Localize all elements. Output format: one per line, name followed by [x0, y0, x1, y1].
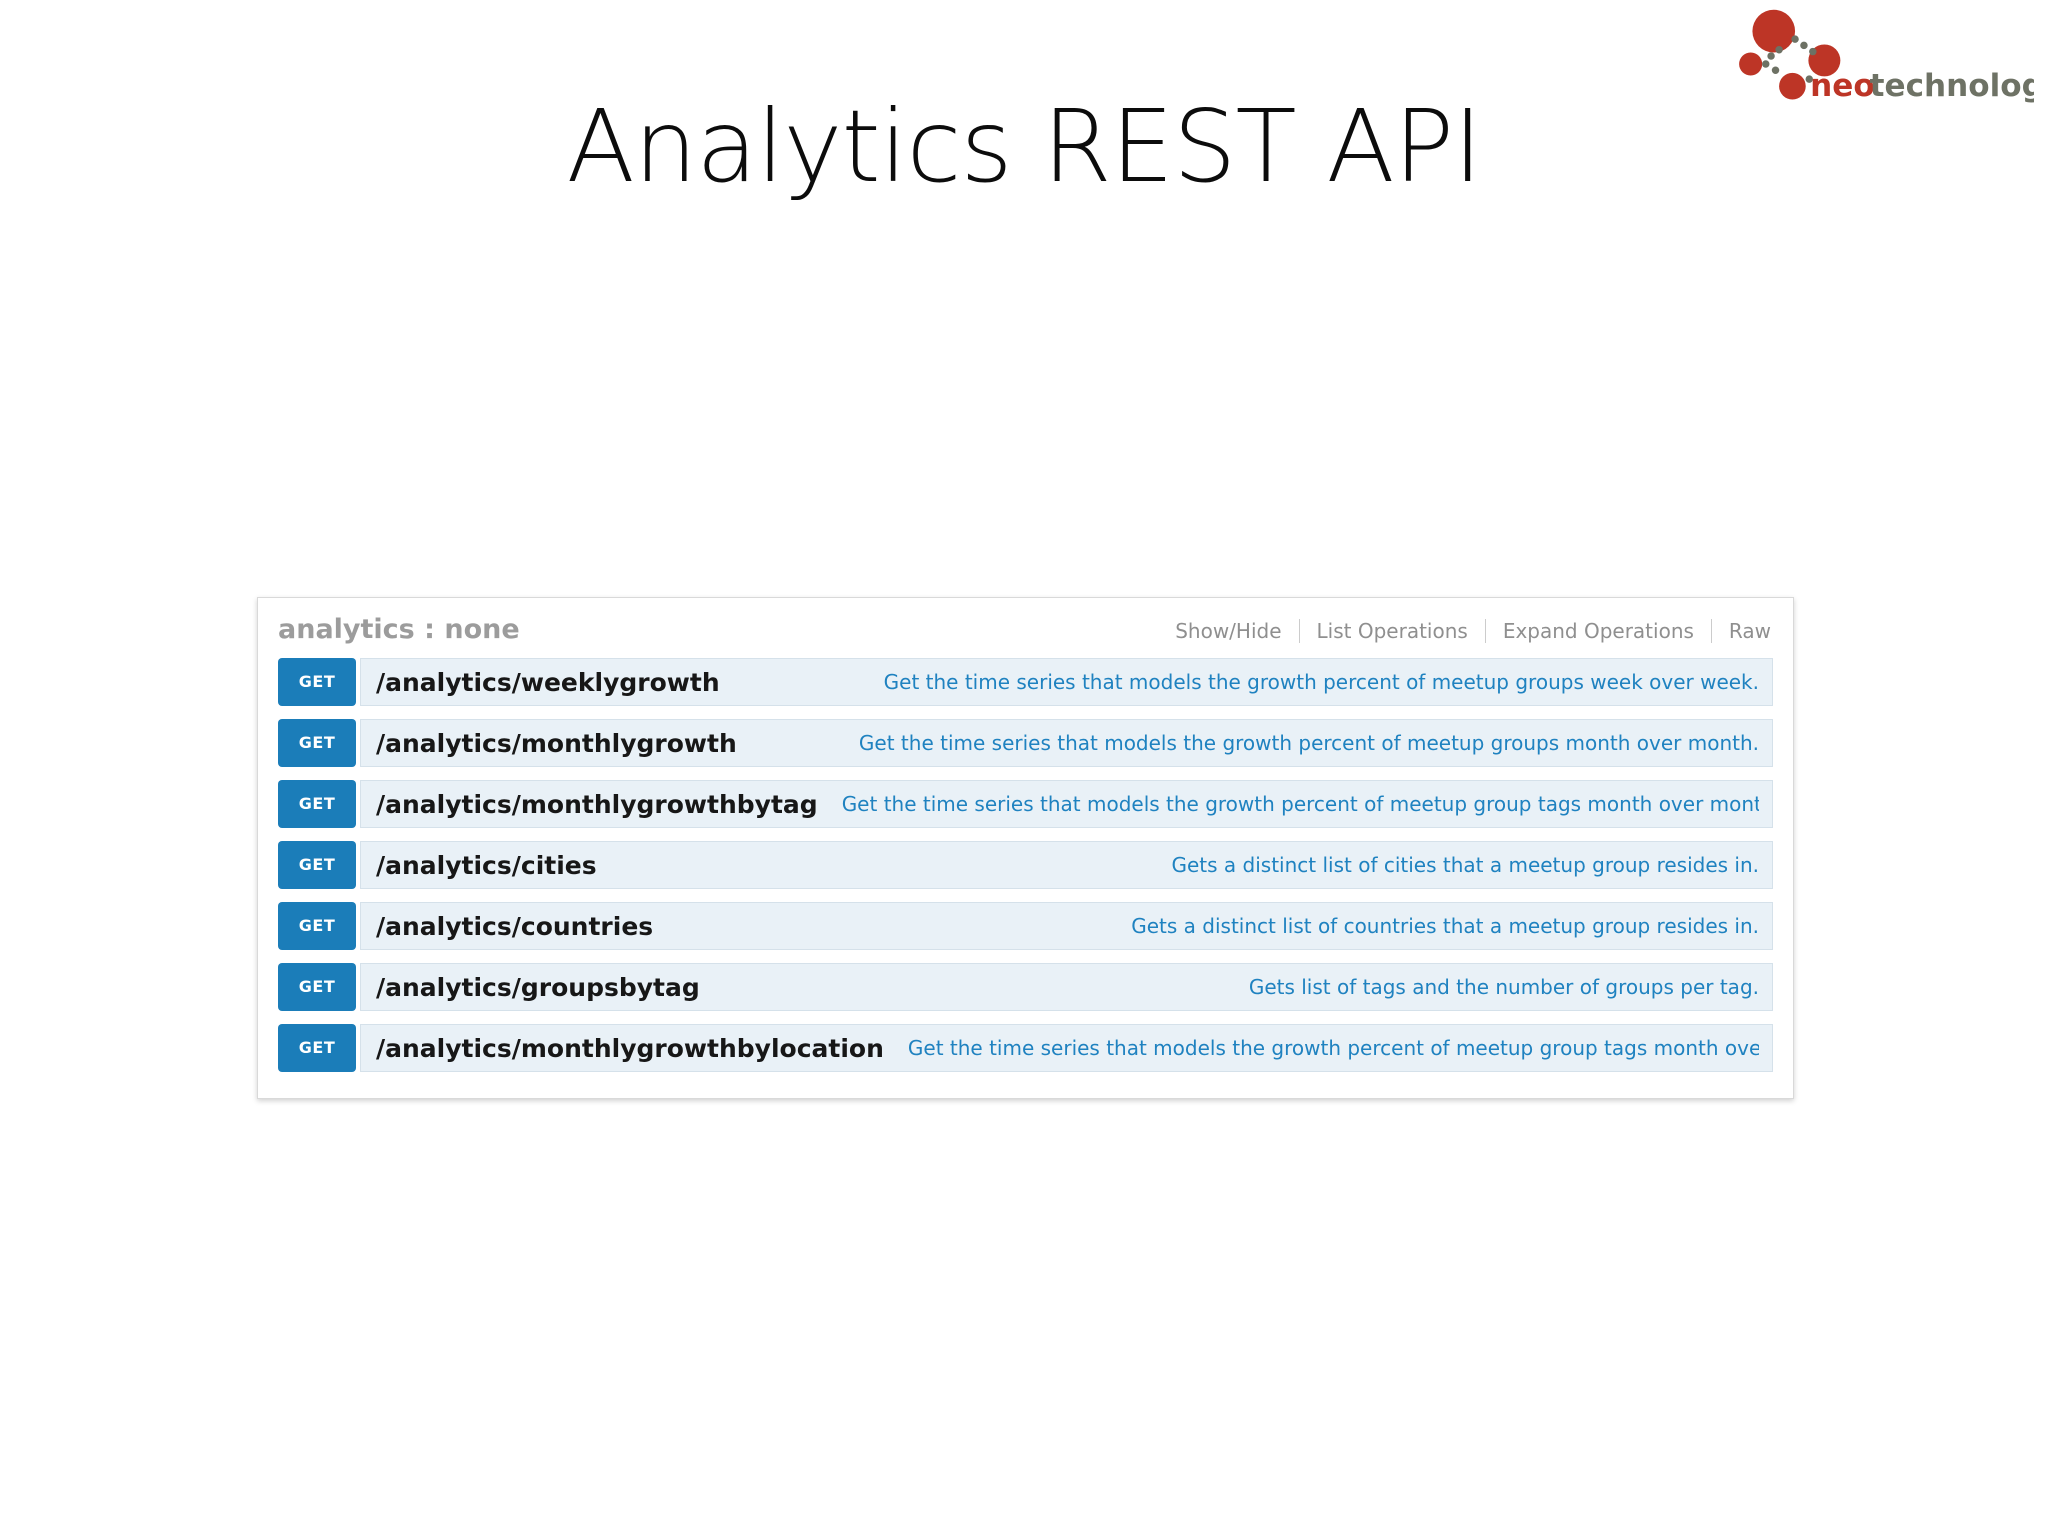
- http-method-button[interactable]: GET: [278, 841, 356, 889]
- neo-graph-nodes-icon: neo technology: [1739, 9, 2048, 104]
- operation-row: GET /analytics/cities Gets a distinct li…: [278, 841, 1773, 889]
- panel-action-list-operations[interactable]: List Operations: [1298, 619, 1485, 643]
- panel-action-expand-operations[interactable]: Expand Operations: [1484, 619, 1711, 643]
- operation-row: GET /analytics/weeklygrowth Get the time…: [278, 658, 1773, 706]
- operation-body: /analytics/countries Gets a distinct lis…: [360, 902, 1773, 950]
- operation-row: GET /analytics/countries Gets a distinct…: [278, 902, 1773, 950]
- operation-body: /analytics/monthlygrowth Get the time se…: [360, 719, 1773, 767]
- http-method-button[interactable]: GET: [278, 658, 356, 706]
- page-title: Analytics REST API: [566, 88, 1482, 205]
- operation-body: /analytics/monthlygrowthbytag Get the ti…: [360, 780, 1773, 828]
- operation-description: Get the time series that models the grow…: [841, 792, 1759, 816]
- operation-body: /analytics/groupsbytag Gets list of tags…: [360, 963, 1773, 1011]
- operation-description: Gets a distinct list of countries that a…: [1131, 914, 1759, 938]
- operation-row: GET /analytics/groupsbytag Gets list of …: [278, 963, 1773, 1011]
- http-method-button[interactable]: GET: [278, 963, 356, 1011]
- operation-path-link[interactable]: /analytics/monthlygrowthbytag: [376, 789, 818, 819]
- operation-body: /analytics/cities Gets a distinct list o…: [360, 841, 1773, 889]
- operations-list: GET /analytics/weeklygrowth Get the time…: [278, 658, 1773, 1072]
- http-method-button[interactable]: GET: [278, 1024, 356, 1072]
- operation-body: /analytics/weeklygrowth Get the time ser…: [360, 658, 1773, 706]
- operation-row: GET /analytics/monthlygrowthbytag Get th…: [278, 780, 1773, 828]
- operation-path-link[interactable]: /analytics/groupsbytag: [376, 972, 700, 1002]
- resource-title: analytics : none: [278, 614, 520, 645]
- http-method-button[interactable]: GET: [278, 902, 356, 950]
- operation-path-link[interactable]: /analytics/monthlygrowthbylocation: [376, 1033, 884, 1063]
- panel-actions: Show/Hide List Operations Expand Operati…: [1158, 619, 1773, 643]
- operation-path-link[interactable]: /analytics/weeklygrowth: [376, 667, 720, 697]
- operation-description: Get the time series that models the grow…: [883, 670, 1759, 694]
- panel-action-raw[interactable]: Raw: [1710, 619, 1773, 643]
- operation-body: /analytics/monthlygrowthbylocation Get t…: [360, 1024, 1773, 1072]
- operation-path-link[interactable]: /analytics/cities: [376, 850, 597, 880]
- logo-text-neo: neo: [1810, 68, 1875, 104]
- operation-row: GET /analytics/monthlygrowthbylocation G…: [278, 1024, 1773, 1072]
- operation-description: Gets a distinct list of cities that a me…: [1171, 853, 1760, 877]
- operation-path-link[interactable]: /analytics/countries: [376, 911, 654, 941]
- operation-row: GET /analytics/monthlygrowth Get the tim…: [278, 719, 1773, 767]
- operation-path-link[interactable]: /analytics/monthlygrowth: [376, 728, 737, 758]
- neo-technology-logo: neo technology: [1732, 6, 2048, 106]
- operation-description: Gets list of tags and the number of grou…: [1248, 975, 1759, 999]
- logo-text-technology: technology: [1870, 68, 2034, 104]
- api-panel-header: analytics : none Show/Hide List Operatio…: [278, 614, 1773, 645]
- api-panel: analytics : none Show/Hide List Operatio…: [257, 597, 1794, 1099]
- panel-action-show-hide[interactable]: Show/Hide: [1175, 619, 1282, 643]
- operation-description: Get the time series that models the grow…: [907, 1036, 1759, 1060]
- http-method-button[interactable]: GET: [278, 780, 356, 828]
- operation-description: Get the time series that models the grow…: [858, 731, 1759, 755]
- http-method-button[interactable]: GET: [278, 719, 356, 767]
